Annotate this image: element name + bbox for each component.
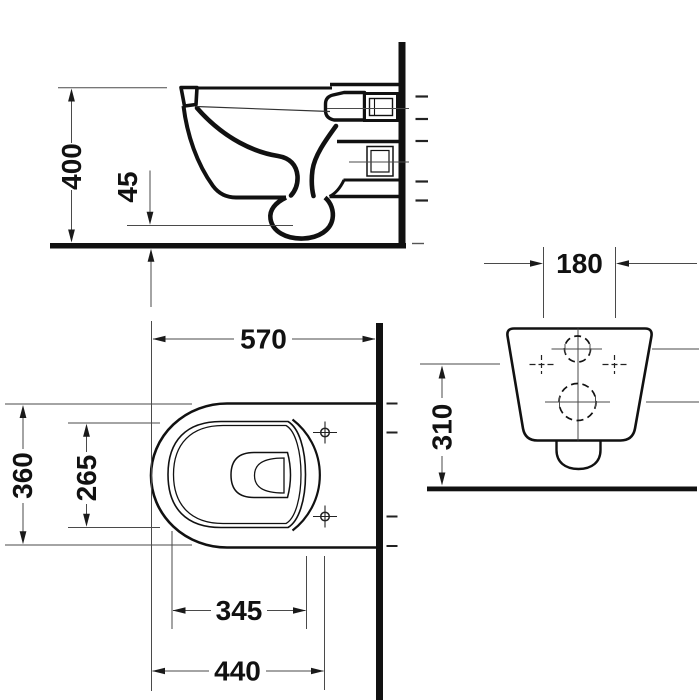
floor-section-bar <box>427 486 697 492</box>
dim-label-bowl-inner-width: 265 <box>71 455 102 502</box>
floor-section-bar <box>50 243 406 249</box>
arrow-right <box>530 260 543 267</box>
front-view-dimensions <box>420 247 697 486</box>
fixing-hole-cross <box>313 421 337 444</box>
outlet-pipe-outer <box>366 145 394 177</box>
fixing-hole-cross <box>313 505 337 528</box>
fixing-hole-cross <box>529 355 554 374</box>
dim-label-seat-opening-length: 345 <box>216 595 263 626</box>
outlet-step-curve <box>328 179 346 198</box>
flush-channel-curve <box>309 123 339 199</box>
ext-lines-345 <box>171 531 307 629</box>
water-area-inner <box>253 457 285 494</box>
inlet-pipe-inner <box>368 97 394 117</box>
plan-view-dimensions <box>5 321 376 691</box>
ext-lines-360 <box>5 403 192 546</box>
arrow-up <box>19 405 27 418</box>
arrow-left <box>172 607 186 614</box>
arrow-down <box>438 472 446 486</box>
bowl-inner-curve <box>194 105 300 198</box>
arrow-down <box>68 229 75 243</box>
dim-label-outlet-axis-height: 310 <box>427 404 458 451</box>
arrow-down <box>146 211 154 225</box>
seat-rim-inner <box>172 424 302 525</box>
rim-front-tab <box>179 85 199 108</box>
bowl-front-outline <box>181 105 286 200</box>
front-view <box>427 327 699 492</box>
dim-label-front-to-fixing-holes: 440 <box>214 656 261 687</box>
rim-right-outer-arc <box>291 418 321 532</box>
dim-label-overall-depth: 570 <box>240 324 287 355</box>
arrow-right <box>293 607 306 614</box>
trap-u-bend <box>268 195 336 241</box>
arrow-up <box>83 423 90 437</box>
arrow-left <box>152 335 166 343</box>
side-view <box>50 42 428 249</box>
rim-inner-waterline <box>195 105 331 113</box>
seat-rim-outer <box>167 420 307 529</box>
fixing-hole-cross <box>602 355 627 374</box>
arrow-down <box>83 513 90 527</box>
wall-section-bar <box>376 323 383 700</box>
inlet-valve-body <box>323 90 367 122</box>
arrow-down <box>19 531 27 545</box>
body-outline <box>506 327 653 442</box>
dim-label-overall-width: 360 <box>7 452 38 499</box>
outlet-pipe-inner <box>370 149 390 173</box>
ext-lines-180 <box>543 247 616 318</box>
wall-reference-ticks <box>386 402 398 547</box>
hole-centerlines <box>545 344 699 408</box>
outlet-sleeve <box>555 440 602 471</box>
side-view-dimensions <box>58 87 293 307</box>
wall-reference-ticks <box>415 95 428 202</box>
arrow-up <box>438 365 446 379</box>
arrow-up <box>147 248 155 262</box>
water-area-outer <box>230 451 292 499</box>
arrow-left <box>616 260 629 267</box>
wall-section-bar <box>398 42 406 249</box>
dim-label-trap-clearance: 45 <box>112 171 143 202</box>
ext-lines-265 <box>68 422 160 528</box>
arrow-right <box>311 667 324 675</box>
arrow-up <box>68 88 75 102</box>
arrow-left <box>152 667 165 675</box>
arrow-right <box>362 335 376 343</box>
plan-view <box>149 323 398 700</box>
dim-label-overall-height: 400 <box>56 143 87 190</box>
dim-label-fixing-hole-centres: 180 <box>556 248 603 279</box>
